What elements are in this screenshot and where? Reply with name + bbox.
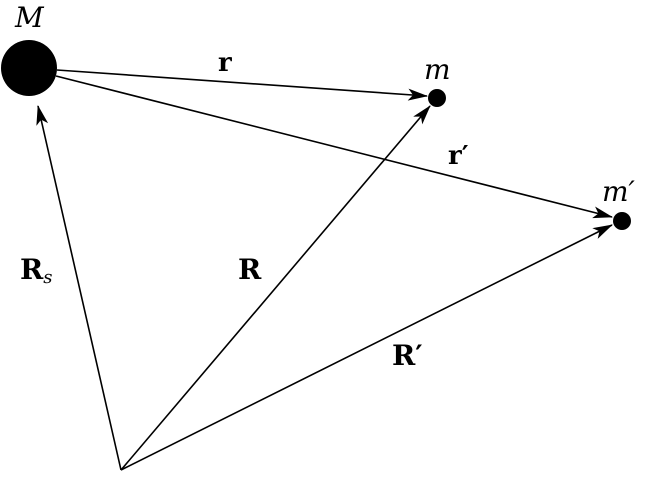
mass-m-prime: [613, 212, 631, 230]
label-R-s-subscript: s: [43, 267, 53, 288]
vector-R-s: [36, 105, 122, 471]
vector-R: [120, 105, 431, 471]
label-r: r: [218, 48, 232, 78]
label-r-prime: r′: [448, 141, 469, 171]
label-R-prime: R′: [392, 339, 423, 372]
label-M: M: [15, 1, 44, 34]
label-m-prime: m′: [602, 175, 635, 208]
vector-r-prime: [55, 75, 613, 219]
vector-R-prime: [120, 224, 613, 471]
label-R: R: [238, 253, 262, 286]
mass-m: [428, 89, 446, 107]
label-m: m: [424, 53, 451, 86]
mass-M: [1, 40, 57, 96]
label-R-s: Rs: [20, 256, 53, 287]
label-R-s-main: R: [20, 253, 44, 286]
vector-r: [56, 69, 428, 101]
